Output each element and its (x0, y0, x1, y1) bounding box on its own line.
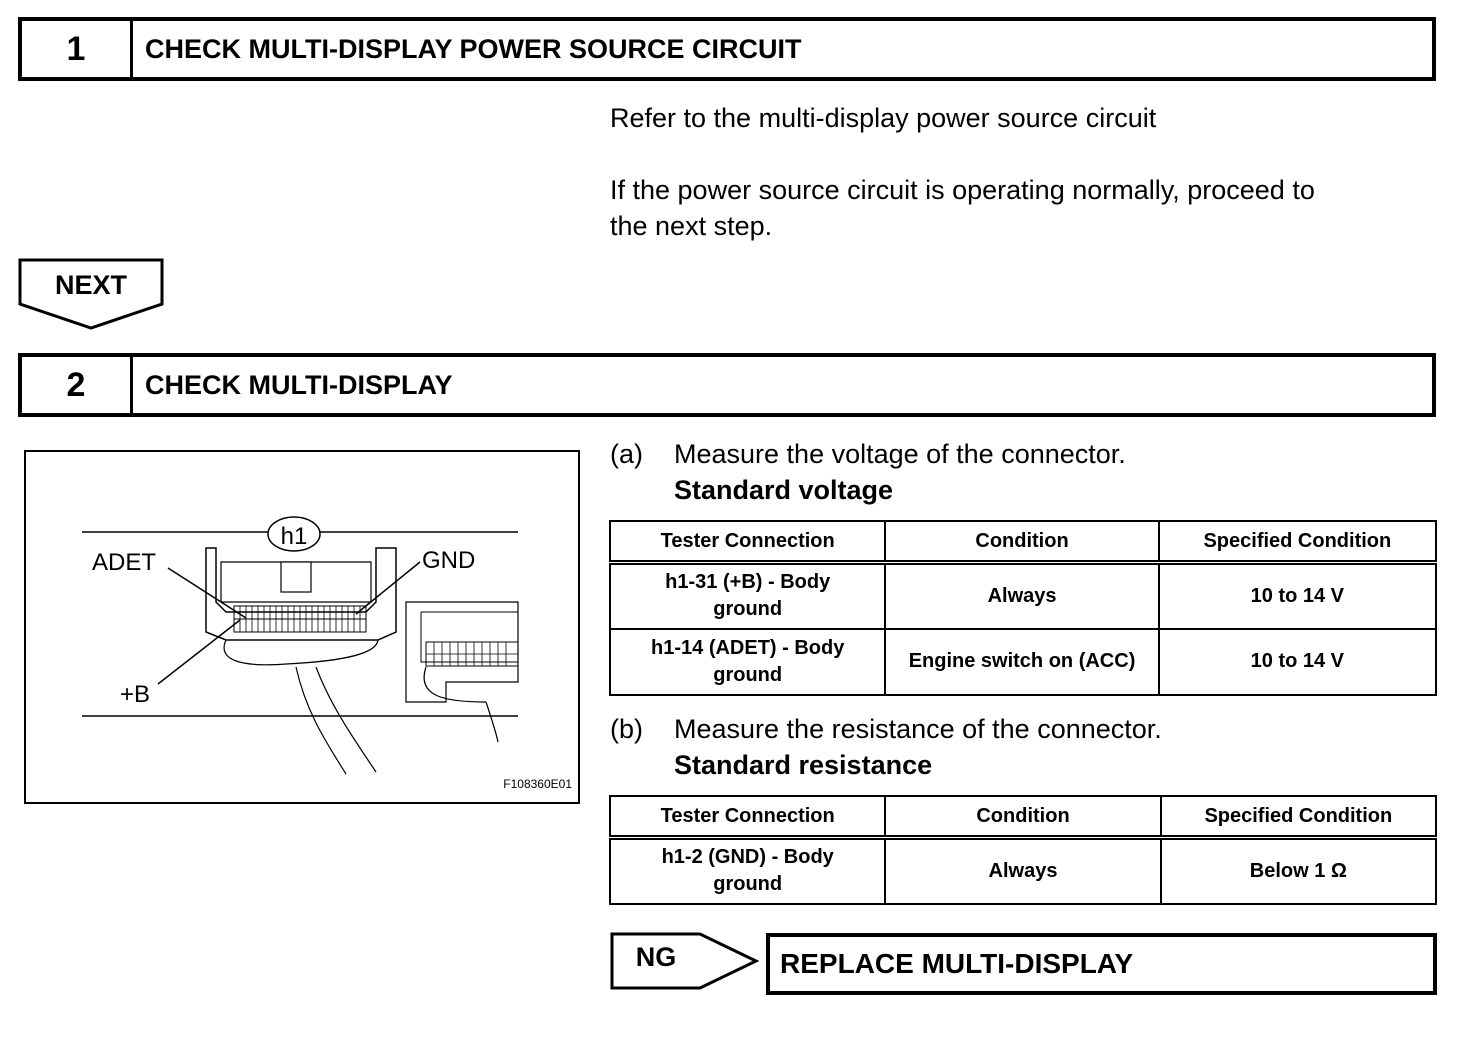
step-number: 2 (22, 357, 133, 413)
instruction-text: Refer to the multi-display power source … (610, 103, 1157, 133)
standard-heading: Standard voltage (674, 475, 894, 505)
connector-figure: h1 ADET GND +B F108360E01 (24, 450, 580, 804)
label-gnd: GND (422, 547, 475, 574)
figure-id: F108360E01 (503, 777, 572, 791)
next-label: NEXT (54, 270, 127, 300)
condition-cell: Always (884, 836, 1162, 905)
cell-line: h1-31 (+B) - Body (665, 571, 831, 594)
resistance-table: Tester Connection Condition Specified Co… (608, 795, 1438, 905)
step-2-header: 2 CHECK MULTI-DISPLAY (18, 353, 1436, 417)
instruction-text-line1: If the power source circuit is operating… (610, 175, 1315, 205)
column-header: Tester Connection (608, 795, 887, 840)
label-adet: ADET (92, 549, 156, 576)
sub-step-tag: (a) (610, 439, 643, 469)
step-title: CHECK MULTI-DISPLAY (145, 369, 453, 400)
sub-step-a: (a) Measure the voltage of the connector.… (610, 436, 1126, 508)
cell-line: h1-14 (ADET) - Body (651, 636, 845, 659)
step-title: CHECK MULTI-DISPLAY POWER SOURCE CIRCUIT (145, 33, 802, 64)
step-number: 1 (22, 21, 133, 77)
connector-label: h1 (281, 523, 308, 550)
standard-heading: Standard resistance (674, 750, 933, 780)
spec-cell: Below 1 Ω (1159, 836, 1438, 905)
column-header: Specified Condition (1157, 520, 1438, 565)
column-header: Condition (884, 795, 1162, 840)
result-action-box: REPLACE MULTI-DISPLAY (766, 933, 1437, 995)
spec-cell: 10 to 14 V (1157, 561, 1438, 630)
cell-line: ground (713, 598, 783, 621)
spec-cell: 10 to 14 V (1157, 627, 1438, 696)
sub-step-text: Measure the voltage of the connector. (674, 439, 1126, 469)
tester-connection-cell: h1-14 (ADET) - Body ground (608, 627, 887, 696)
step-1-header: 1 CHECK MULTI-DISPLAY POWER SOURCE CIRCU… (18, 17, 1436, 81)
table-row: h1-2 (GND) - Body ground Always Below 1 Ω (608, 836, 1438, 905)
instruction-text-line2: the next step. (610, 211, 773, 241)
condition-cell: Always (884, 561, 1160, 630)
next-arrow-icon (18, 258, 164, 330)
condition-cell: Engine switch on (ACC) (884, 627, 1160, 696)
ng-label: NG (635, 942, 677, 972)
connector-diagram: h1 ADET GND +B F108360E01 (82, 516, 572, 791)
table-row: h1-14 (ADET) - Body ground Engine switch … (608, 627, 1438, 696)
sub-step-b: (b) Measure the resistance of the connect… (610, 711, 1162, 783)
cell-line: h1-2 (GND) - Body (661, 846, 834, 869)
cell-line: ground (713, 873, 783, 896)
tester-connection-cell: h1-2 (GND) - Body ground (608, 836, 887, 905)
label-b: +B (120, 681, 150, 708)
cell-line: ground (713, 663, 783, 686)
table-header-row: Tester Connection Condition Specified Co… (608, 795, 1438, 840)
table-row: h1-31 (+B) - Body ground Always 10 to 14 … (608, 561, 1438, 630)
column-header: Specified Condition (1159, 795, 1438, 840)
voltage-table: Tester Connection Condition Specified Co… (608, 520, 1438, 696)
column-header: Condition (884, 520, 1160, 565)
sub-step-text: Measure the resistance of the connector. (674, 714, 1162, 744)
table-header-row: Tester Connection Condition Specified Co… (608, 520, 1438, 565)
ng-arrow-icon (610, 932, 760, 990)
sub-step-tag: (b) (610, 714, 643, 744)
tester-connection-cell: h1-31 (+B) - Body ground (608, 561, 887, 630)
column-header: Tester Connection (608, 520, 887, 565)
